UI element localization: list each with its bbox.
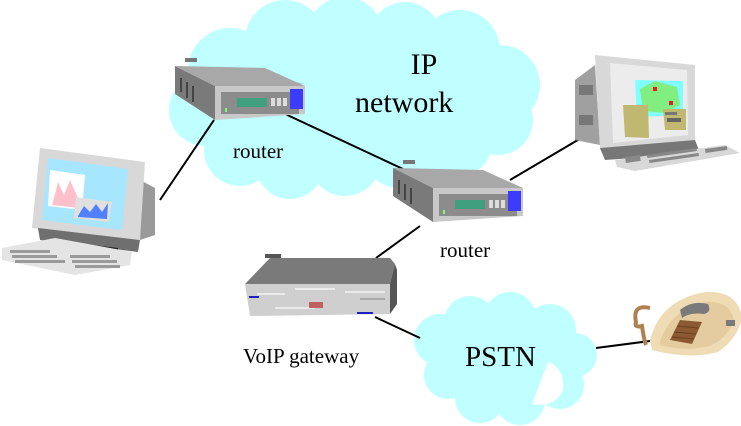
ip-network-label-line1: IP [410,48,438,81]
links [159,112,651,349]
voip-gateway-label: VoIP gateway [243,344,360,368]
router-1-icon[interactable] [175,58,305,120]
router-2-icon[interactable] [393,160,523,222]
telephone-icon[interactable] [633,291,741,356]
link-router-2-voip-gateway [375,225,421,259]
link-voip-gateway-pstn [374,316,421,339]
ip-network-label-line2: network [355,86,454,119]
pstn-label: PSTN [465,341,536,373]
link-router-1-router-2 [282,112,404,170]
workstation-right-icon[interactable] [575,55,740,171]
workstation-left-icon[interactable] [2,148,155,275]
link-workstation-left-router-1 [159,119,215,201]
router-1-label: router [233,139,284,163]
pstn-cloud [414,292,597,425]
link-pstn-telephone [595,340,651,349]
voip-gateway-icon[interactable] [245,254,397,316]
ip-network-cloud [169,0,540,199]
link-router-2-workstation-right [509,133,589,181]
router-2-label: router [440,238,491,262]
